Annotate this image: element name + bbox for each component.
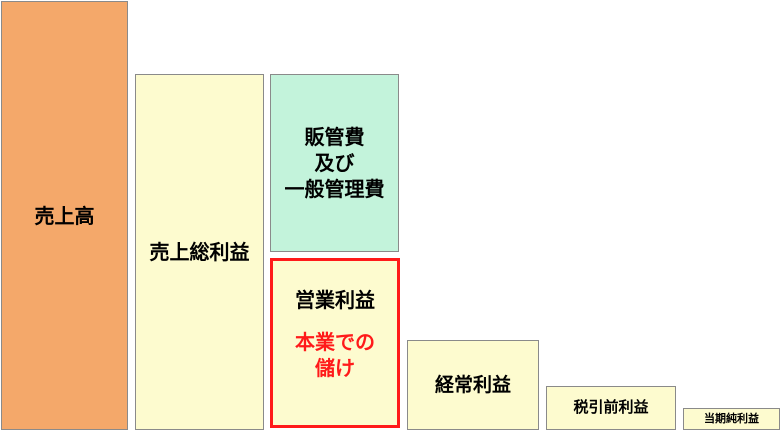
operating-note-line-2: 儲け xyxy=(315,356,355,380)
gross-profit-label: 売上総利益 xyxy=(149,240,250,264)
net-profit-label: 当期純利益 xyxy=(704,411,759,425)
sales-label: 売上高 xyxy=(34,203,95,228)
pretax-profit-box: 税引前利益 xyxy=(546,386,676,430)
ordinary-profit-box: 経常利益 xyxy=(407,340,539,430)
sga-box: 販管費 及び 一般管理費 xyxy=(270,74,399,252)
operating-profit-label: 営業利益 xyxy=(295,288,375,312)
operating-profit-note: 本業での 儲け xyxy=(295,329,375,381)
sga-label-line-1: 販管費 xyxy=(304,125,365,149)
sga-label-line-3: 一般管理費 xyxy=(284,177,385,201)
operating-profit-box: 営業利益 本業での 儲け xyxy=(270,258,400,428)
sales-box: 売上高 xyxy=(1,1,128,430)
net-profit-box: 当期純利益 xyxy=(683,408,780,430)
ordinary-profit-label: 経常利益 xyxy=(434,373,511,396)
gross-profit-box: 売上総利益 xyxy=(135,74,264,430)
sga-label-line-2: 及び xyxy=(314,151,355,175)
pretax-profit-label: 税引前利益 xyxy=(573,398,649,417)
operating-note-line-1: 本業での xyxy=(295,330,375,354)
